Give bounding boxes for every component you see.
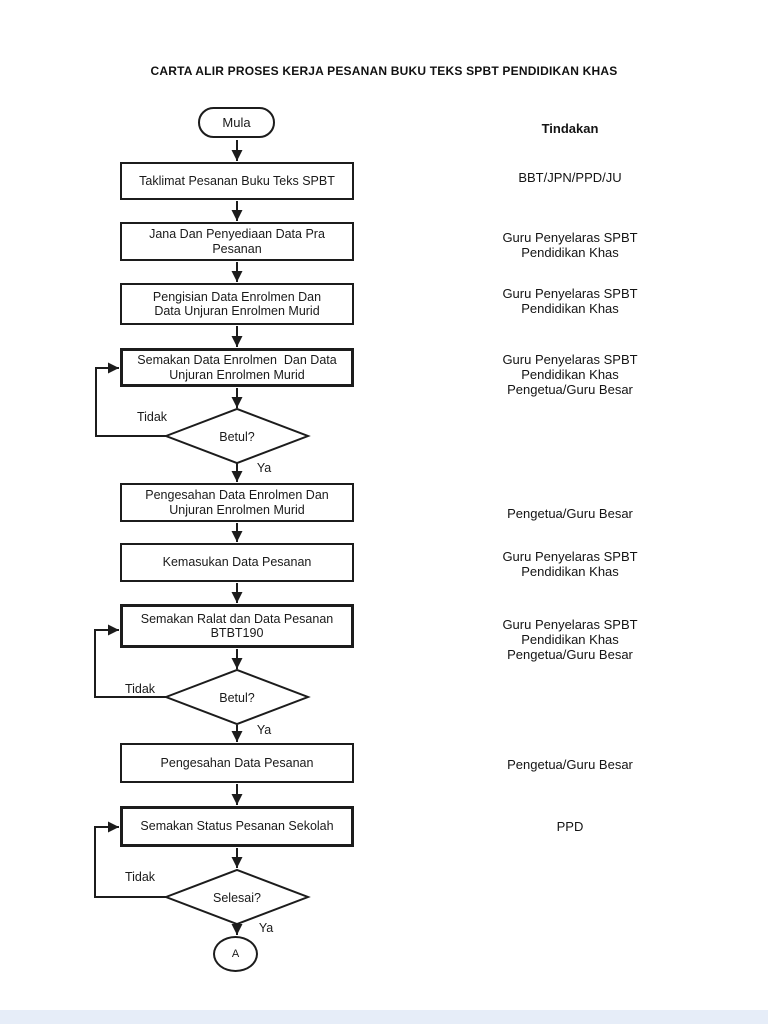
decision3-label: Selesai? xyxy=(213,890,261,905)
step-box-pengesahan-enrolmen: Pengesahan Data Enrolmen Dan Unjuran Enr… xyxy=(120,483,354,522)
step-box-taklimat: Taklimat Pesanan Buku Teks SPBT xyxy=(120,162,354,200)
action-step5: Pengetua/Guru Besar xyxy=(507,506,633,521)
decision3-yes-label: Ya xyxy=(258,921,274,935)
offpage-connector: A xyxy=(213,936,258,972)
decision2-label: Betul? xyxy=(219,690,255,705)
start-terminator: Mula xyxy=(198,107,275,138)
decision1-no-label: Tidak xyxy=(136,410,168,424)
loop-decision2-no xyxy=(94,624,166,698)
action-step8: Pengetua/Guru Besar xyxy=(507,757,633,772)
action-step6: Guru Penyelaras SPBT Pendidikan Khas xyxy=(502,549,638,579)
decision2-diamond xyxy=(163,668,311,726)
step-box-semakan-status: Semakan Status Pesanan Sekolah xyxy=(120,806,354,847)
action-step7: Guru Penyelaras SPBT Pendidikan Khas Pen… xyxy=(502,617,638,662)
decision3-no-label: Tidak xyxy=(124,870,156,884)
action-step1: BBT/JPN/PPD/JU xyxy=(518,170,622,185)
step-box-pengisian-data: Pengisian Data Enrolmen Dan Data Unjuran… xyxy=(120,283,354,325)
action-step3: Guru Penyelaras SPBT Pendidikan Khas xyxy=(502,286,638,316)
loop-decision1-no xyxy=(95,362,166,437)
decision1-yes-label: Ya xyxy=(256,461,272,475)
action-step9: PPD xyxy=(556,819,584,834)
page-bottom-edge xyxy=(0,1010,768,1024)
step-box-semakan-ralat: Semakan Ralat dan Data Pesanan BTBT190 xyxy=(120,604,354,648)
decision1-diamond xyxy=(163,407,311,465)
actions-column-header: Tindakan xyxy=(541,121,599,136)
loop-decision3-no xyxy=(94,821,166,898)
page-title: CARTA ALIR PROSES KERJA PESANAN BUKU TEK… xyxy=(150,64,618,78)
decision3-diamond xyxy=(163,868,311,926)
step-box-pengesahan-pesanan: Pengesahan Data Pesanan xyxy=(120,743,354,783)
decision1-label: Betul? xyxy=(219,429,255,444)
step-box-jana-data: Jana Dan Penyediaan Data Pra Pesanan xyxy=(120,222,354,261)
step-box-kemasukan-data: Kemasukan Data Pesanan xyxy=(120,543,354,582)
action-step4: Guru Penyelaras SPBT Pendidikan Khas Pen… xyxy=(502,352,638,397)
decision2-yes-label: Ya xyxy=(256,723,272,737)
decision2-no-label: Tidak xyxy=(124,682,156,696)
action-step2: Guru Penyelaras SPBT Pendidikan Khas xyxy=(502,230,638,260)
step-box-semakan-data: Semakan Data Enrolmen Dan Data Unjuran E… xyxy=(120,348,354,387)
